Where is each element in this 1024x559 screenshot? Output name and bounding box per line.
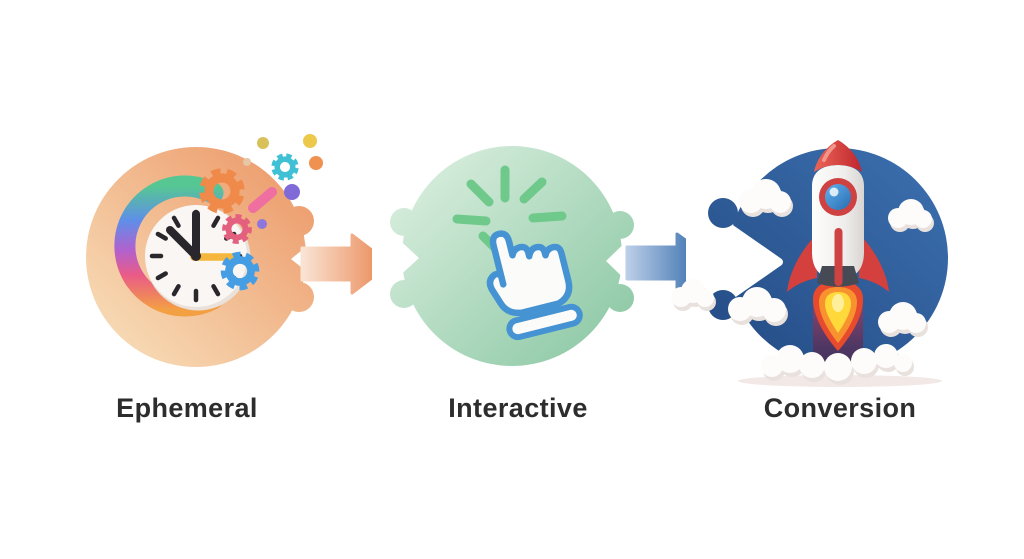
rocket-launch-icon <box>671 140 942 387</box>
clock-hour-hand <box>166 226 200 260</box>
dissolve-particles <box>243 134 323 229</box>
rocket-flame-icon <box>813 281 863 351</box>
cloud-top-left-icon <box>739 179 793 217</box>
rocket-left-fin <box>787 234 817 292</box>
cloud-right-icon <box>888 199 934 232</box>
step-label-ephemeral: Ephemeral <box>116 393 258 423</box>
rocket-right-fin <box>859 234 889 292</box>
cloud-bottom-cluster-icon <box>761 344 914 385</box>
rocket-window-icon <box>819 178 857 216</box>
cloud-lower-right-icon <box>878 302 928 337</box>
cloud-lower-left-icon <box>728 287 788 326</box>
step-label-conversion: Conversion <box>763 393 917 423</box>
rocket-nose-cone <box>814 140 862 172</box>
arrow-ephemeral-to-interactive-icon <box>300 233 392 295</box>
hand-cursor-icon <box>486 230 583 341</box>
cloud-left-edge-icon <box>671 279 716 311</box>
step-label-interactive: Interactive <box>448 393 588 423</box>
rocket-center-stripe <box>834 228 843 286</box>
